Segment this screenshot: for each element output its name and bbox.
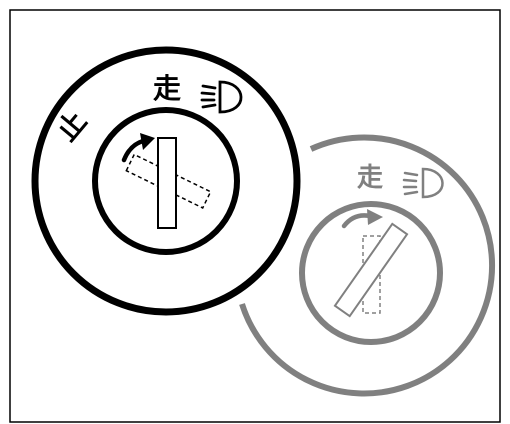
rotation-arrow-stop <box>121 138 146 163</box>
run-label-left: 走 <box>153 72 181 105</box>
switch-stop-position: 止 走 <box>31 46 301 316</box>
headlight-icon <box>402 167 444 199</box>
switch-run-position: 走 <box>239 134 496 397</box>
outer-ring-run <box>239 134 496 397</box>
key-slot-run <box>333 222 409 318</box>
key-slot-stop <box>157 137 177 229</box>
arrowhead-run <box>367 209 383 225</box>
run-label-right: 走 <box>357 163 383 193</box>
arrowhead-stop <box>140 133 155 150</box>
rotation-arrow-run <box>341 213 373 229</box>
headlight-icon <box>200 80 243 114</box>
key-ring-run <box>299 201 443 345</box>
